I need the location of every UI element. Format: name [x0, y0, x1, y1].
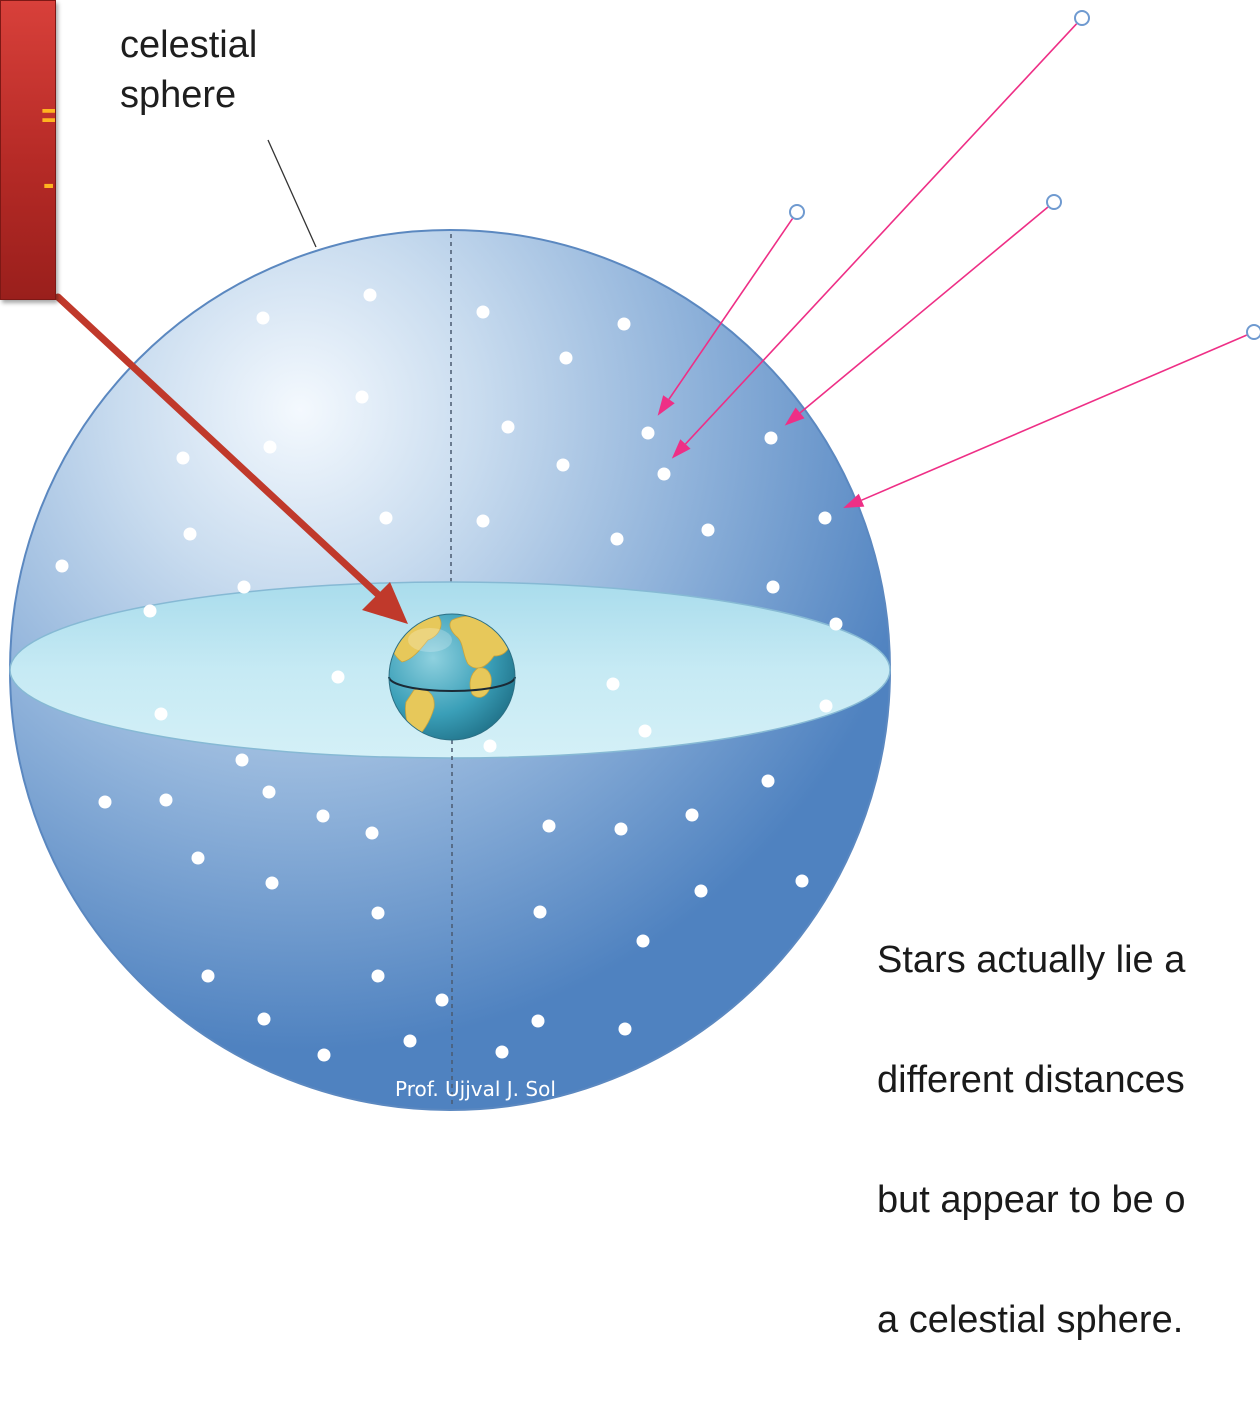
star-dot — [685, 808, 699, 822]
star-dot — [531, 1014, 545, 1028]
star-dot — [143, 604, 157, 618]
star-dot — [533, 905, 547, 919]
distant-star-icon — [1074, 10, 1090, 26]
star-dot — [265, 876, 279, 890]
star-dot — [618, 1022, 632, 1036]
star-dot — [761, 774, 775, 788]
star-dot — [819, 699, 833, 713]
star-dot — [501, 420, 515, 434]
star-dot — [701, 523, 715, 537]
star-dot — [483, 739, 497, 753]
star-light-ray — [684, 23, 1078, 445]
star-light-ray — [861, 334, 1247, 501]
star-light-ray — [668, 218, 794, 400]
star-dot — [257, 1012, 271, 1026]
star-dot — [766, 580, 780, 594]
star-dot — [476, 305, 490, 319]
sphere-label-line1: celestial — [120, 24, 258, 66]
star-dot — [606, 677, 620, 691]
star-light-arrowhead — [784, 407, 805, 426]
star-light-arrowhead — [843, 493, 865, 509]
distant-star-icon — [1046, 194, 1062, 210]
celestial-sphere-diagram: = - celestial sphere Stars actually lie … — [0, 0, 1260, 1340]
star-dot — [829, 617, 843, 631]
star-dot — [317, 1048, 331, 1062]
star-dot — [495, 1045, 509, 1059]
caption-line-2: different distances — [877, 1059, 1185, 1101]
distant-star-rays — [657, 10, 1260, 509]
sphere-label-line2: sphere — [120, 74, 237, 116]
star-dot — [256, 311, 270, 325]
star-dot — [371, 906, 385, 920]
earth-icon — [388, 613, 516, 741]
star-dot — [237, 580, 251, 594]
star-dot — [795, 874, 809, 888]
star-dot — [403, 1034, 417, 1048]
star-dot — [235, 753, 249, 767]
star-dot — [355, 390, 369, 404]
star-dot — [159, 793, 173, 807]
star-dot — [435, 993, 449, 1007]
star-light-arrowhead — [657, 395, 675, 416]
star-dot — [476, 514, 490, 528]
red-box-glyph-2: - — [43, 165, 55, 203]
caption-line-1: Stars actually lie a — [877, 939, 1186, 981]
diagram-canvas — [9, 10, 1260, 1111]
star-dot — [614, 822, 628, 836]
star-dot — [657, 467, 671, 481]
star-light-arrowhead — [671, 439, 691, 459]
star-dot — [55, 559, 69, 573]
star-dot — [379, 511, 393, 525]
star-dot — [263, 440, 277, 454]
credit-text: Prof. Ujjval J. Sol — [395, 1077, 556, 1101]
star-dot — [262, 785, 276, 799]
star-dot — [201, 969, 215, 983]
star-dot — [818, 511, 832, 525]
star-dot — [610, 532, 624, 546]
star-dot — [641, 426, 655, 440]
red-callout-box: = - — [0, 0, 56, 300]
star-dot — [331, 670, 345, 684]
red-box-glyph-1: = — [41, 99, 55, 133]
star-dot — [617, 317, 631, 331]
distant-star-icon — [789, 204, 805, 220]
stars-layer — [55, 288, 843, 1062]
star-dot — [176, 451, 190, 465]
caption-line-3: but appear to be o — [877, 1179, 1186, 1221]
star-dot — [98, 795, 112, 809]
caption-line-4: a celestial sphere. — [877, 1299, 1184, 1341]
sphere-label-leader-line — [267, 139, 317, 248]
star-dot — [316, 809, 330, 823]
star-dot — [542, 819, 556, 833]
star-dot — [154, 707, 168, 721]
star-dot — [764, 431, 778, 445]
star-dot — [638, 724, 652, 738]
star-light-ray — [799, 206, 1049, 414]
star-dot — [556, 458, 570, 472]
star-dot — [183, 527, 197, 541]
star-dot — [365, 826, 379, 840]
red-pointer-arrow — [54, 293, 408, 624]
star-dot — [636, 934, 650, 948]
star-dot — [191, 851, 205, 865]
star-dot — [559, 351, 573, 365]
star-dot — [371, 969, 385, 983]
caption: Stars actually lie a different distances… — [877, 860, 1185, 1420]
star-dot — [363, 288, 377, 302]
distant-star-icon — [1246, 324, 1260, 340]
star-dot — [694, 884, 708, 898]
